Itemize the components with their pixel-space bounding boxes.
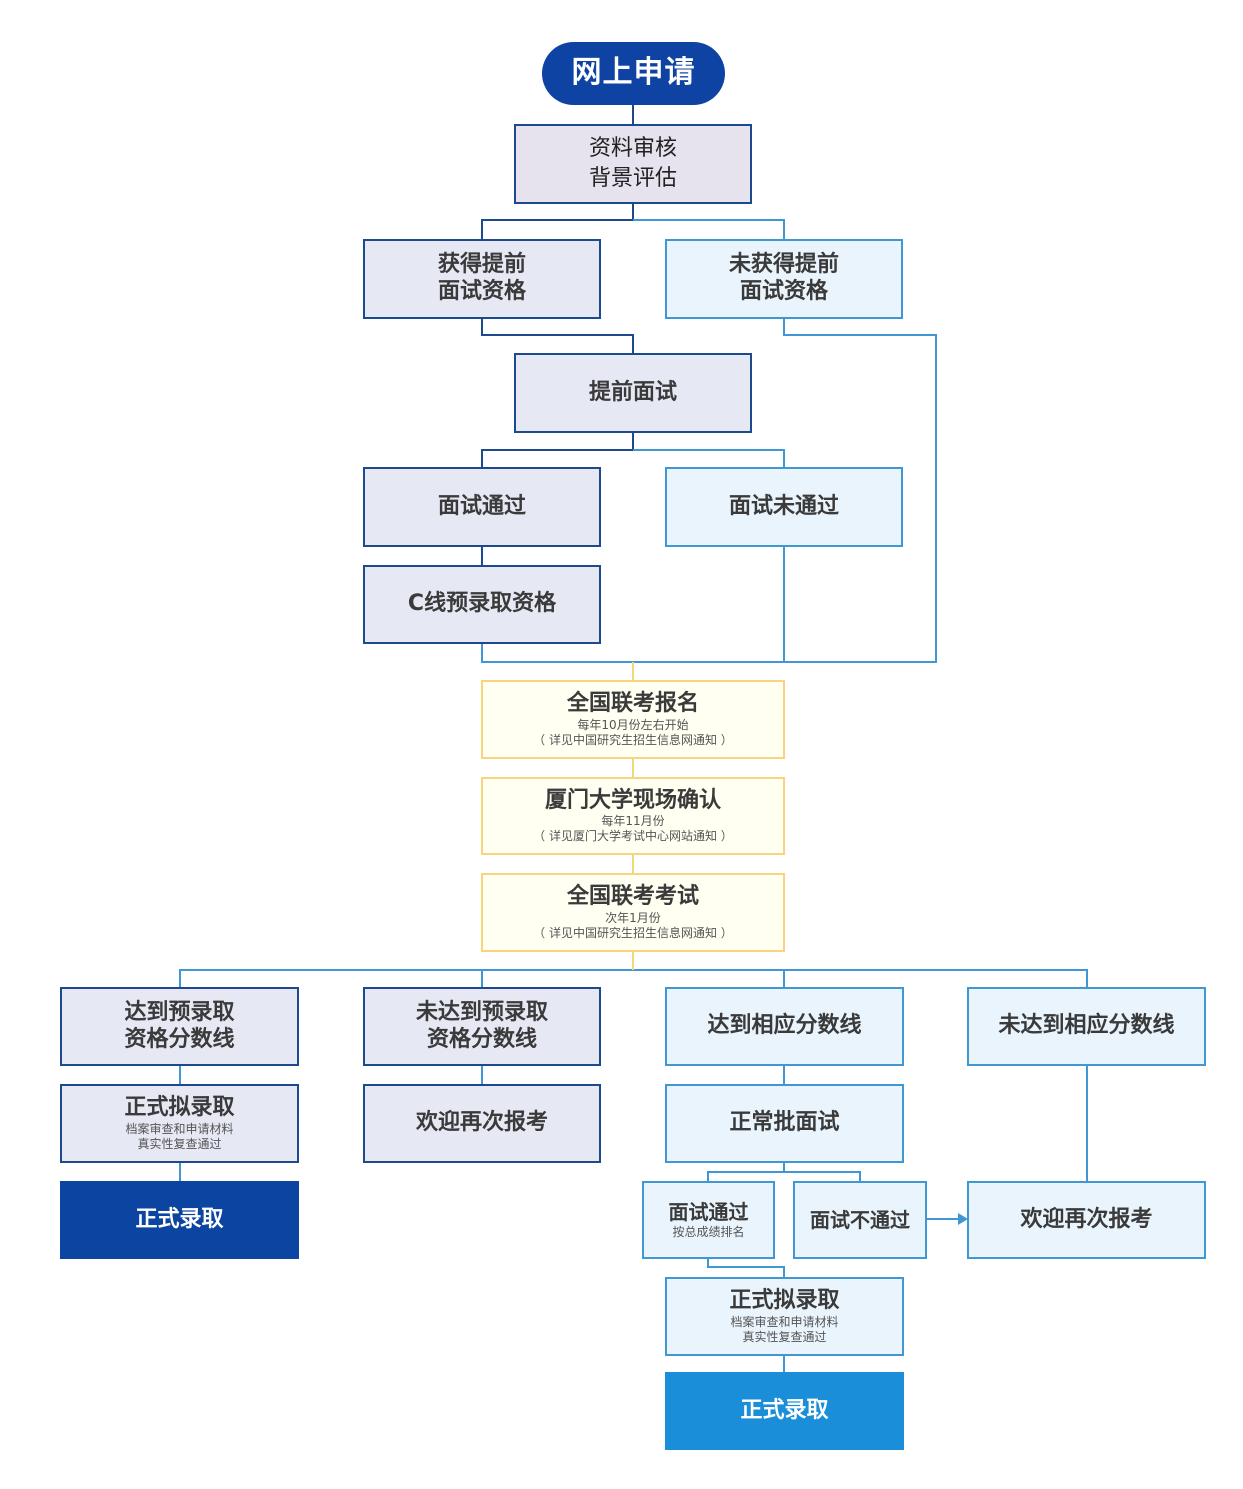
early-interview-node: 提前面试 — [514, 353, 752, 433]
not-reach-pre-line-node: 未达到预录取 资格分数线 — [363, 987, 601, 1066]
normal-interview-pass-node: 面试通过 按总成绩排名 — [642, 1181, 775, 1259]
reach-line-node: 达到相应分数线 — [665, 987, 904, 1066]
welcome-again-node-right: 欢迎再次报考 — [967, 1181, 1206, 1259]
early-qualified-line-2: 面试资格 — [437, 279, 526, 304]
interview-fail-node: 面试未通过 — [665, 467, 903, 547]
early-qualified-node: 获得提前 面试资格 — [363, 239, 601, 319]
register-node: 全国联考报名 每年10月份左右开始 （ 详见中国研究生招生信息网通知 ） — [481, 680, 785, 759]
review-line-2: 背景评估 — [588, 166, 677, 191]
not-reach-pre-line-1: 未达到预录取 — [415, 999, 548, 1025]
normal-interview-pass-title: 面试通过 — [668, 1200, 749, 1225]
final-admission-node-right: 正式录取 — [665, 1372, 904, 1450]
confirm-note: （ 详见厦门大学考试中心网站通知 ） — [533, 829, 733, 844]
pre-admission-left-sub: 档案审查和申请材料 — [125, 1121, 234, 1136]
exam-node: 全国联考考试 次年1月份 （ 详见中国研究生招生信息网通知 ） — [481, 873, 785, 952]
early-qualified-line-1: 获得提前 — [437, 252, 526, 278]
normal-interview-node: 正常批面试 — [665, 1084, 904, 1163]
interview-pass-label: 面试通过 — [437, 493, 526, 519]
pre-admission-left-note: 真实性复查通过 — [137, 1136, 222, 1151]
c-line-label: C线预录取资格 — [407, 591, 557, 617]
normal-interview-pass-sub: 按总成绩排名 — [672, 1224, 745, 1239]
final-admission-node-left: 正式录取 — [60, 1181, 299, 1259]
pre-admission-right-note: 真实性复查通过 — [742, 1329, 827, 1344]
early-not-qualified-line-1: 未获得提前 — [728, 252, 839, 278]
exam-sub: 次年1月份 — [605, 910, 661, 925]
early-interview-label: 提前面试 — [588, 379, 677, 405]
welcome-again-right-label: 欢迎再次报考 — [1020, 1206, 1153, 1232]
reach-line-label: 达到相应分数线 — [707, 1013, 862, 1039]
confirm-node: 厦门大学现场确认 每年11月份 （ 详见厦门大学考试中心网站通知 ） — [481, 777, 785, 855]
pre-admission-right-sub: 档案审查和申请材料 — [730, 1314, 839, 1329]
normal-interview-fail-node: 面试不通过 — [793, 1181, 927, 1259]
exam-note: （ 详见中国研究生招生信息网通知 ） — [533, 925, 733, 940]
register-title: 全国联考报名 — [566, 691, 699, 717]
review-line-1: 资料审核 — [588, 135, 677, 161]
reach-pre-line-node: 达到预录取 资格分数线 — [60, 987, 299, 1066]
reach-pre-line-1: 达到预录取 — [124, 999, 235, 1025]
welcome-again-node-left: 欢迎再次报考 — [363, 1084, 601, 1163]
pre-admission-node-right: 正式拟录取 档案审查和申请材料 真实性复查通过 — [665, 1277, 904, 1356]
exam-title: 全国联考考试 — [566, 884, 699, 910]
confirm-sub: 每年11月份 — [601, 814, 665, 829]
start-label: 网上申请 — [571, 55, 696, 91]
register-sub: 每年10月份左右开始 — [577, 717, 689, 732]
reach-pre-line-2: 资格分数线 — [124, 1026, 235, 1052]
normal-interview-label: 正常批面试 — [729, 1110, 840, 1136]
welcome-again-left-label: 欢迎再次报考 — [415, 1110, 548, 1136]
interview-fail-label: 面试未通过 — [728, 493, 839, 519]
final-admission-left-label: 正式录取 — [135, 1206, 224, 1232]
c-line-node: C线预录取资格 — [363, 565, 601, 644]
early-not-qualified-line-2: 面试资格 — [739, 279, 828, 304]
pre-admission-left-title: 正式拟录取 — [124, 1095, 235, 1121]
review-node: 资料审核 背景评估 — [514, 124, 752, 204]
final-admission-right-label: 正式录取 — [740, 1397, 829, 1423]
not-reach-line-label: 未达到相应分数线 — [998, 1013, 1175, 1039]
interview-pass-node: 面试通过 — [363, 467, 601, 547]
early-not-qualified-node: 未获得提前 面试资格 — [665, 239, 903, 319]
pre-admission-right-title: 正式拟录取 — [729, 1288, 840, 1314]
register-note: （ 详见中国研究生招生信息网通知 ） — [533, 732, 733, 747]
start-node: 网上申请 — [542, 42, 725, 105]
not-reach-line-node: 未达到相应分数线 — [967, 987, 1206, 1066]
not-reach-pre-line-2: 资格分数线 — [426, 1026, 537, 1052]
confirm-title: 厦门大学现场确认 — [544, 787, 721, 813]
normal-interview-fail-label: 面试不通过 — [810, 1207, 910, 1232]
pre-admission-node-left: 正式拟录取 档案审查和申请材料 真实性复查通过 — [60, 1084, 299, 1163]
